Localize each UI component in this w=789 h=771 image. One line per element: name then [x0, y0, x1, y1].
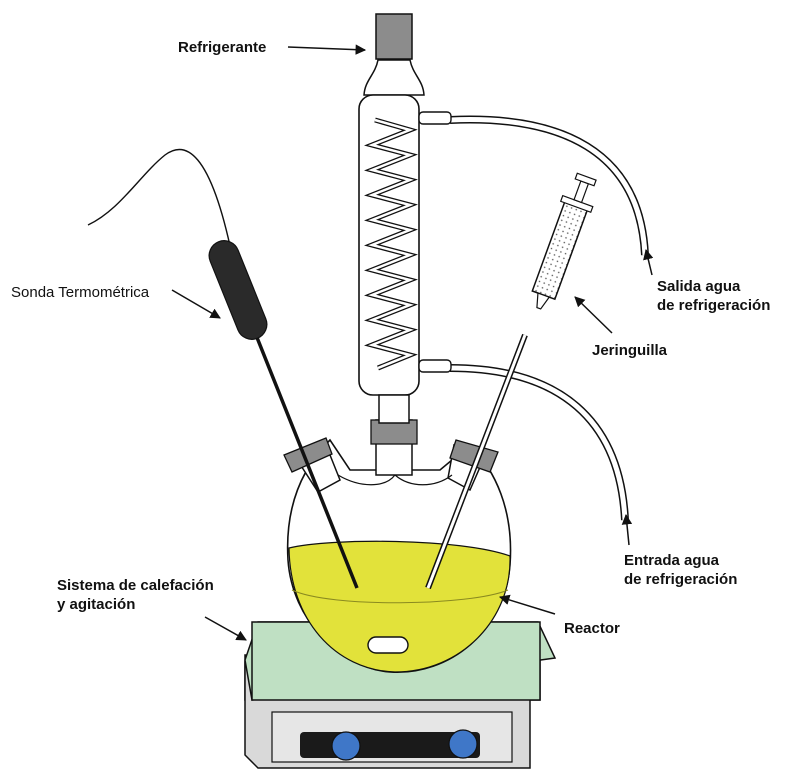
label-syringe: Jeringuilla	[592, 341, 667, 360]
label-water-in-1: Entrada agua	[624, 551, 719, 570]
condenser-top-joint	[376, 14, 412, 59]
arrow-water-out	[646, 250, 652, 275]
stir-bar	[368, 637, 408, 653]
label-reactor: Reactor	[564, 619, 620, 638]
label-condenser: Refrigerante	[178, 38, 266, 57]
syringe	[428, 171, 602, 588]
knob-left	[332, 732, 360, 760]
syringe-barrel	[532, 201, 587, 299]
label-water-out-1: Salida agua	[657, 277, 740, 296]
syringe-plunger	[574, 181, 588, 203]
thermometer-probe	[205, 236, 357, 588]
arrow-reactor	[500, 597, 555, 614]
condenser	[359, 14, 451, 423]
label-water-in-2: de refrigeración	[624, 570, 737, 589]
label-heater-1: Sistema de calefación	[57, 576, 214, 595]
arrow-syringe	[575, 297, 612, 333]
knob-right	[449, 730, 477, 758]
arrow-heater	[205, 617, 246, 640]
probe-handle	[205, 236, 272, 344]
water-out-tube	[450, 120, 645, 255]
label-heater-2: y agitación	[57, 595, 135, 614]
arrow-condenser	[288, 47, 365, 50]
probe-cable	[88, 149, 232, 255]
label-probe: Sonda Termométrica	[11, 283, 149, 302]
arrow-probe	[172, 290, 220, 318]
label-water-out-2: de refrigeración	[657, 296, 770, 315]
